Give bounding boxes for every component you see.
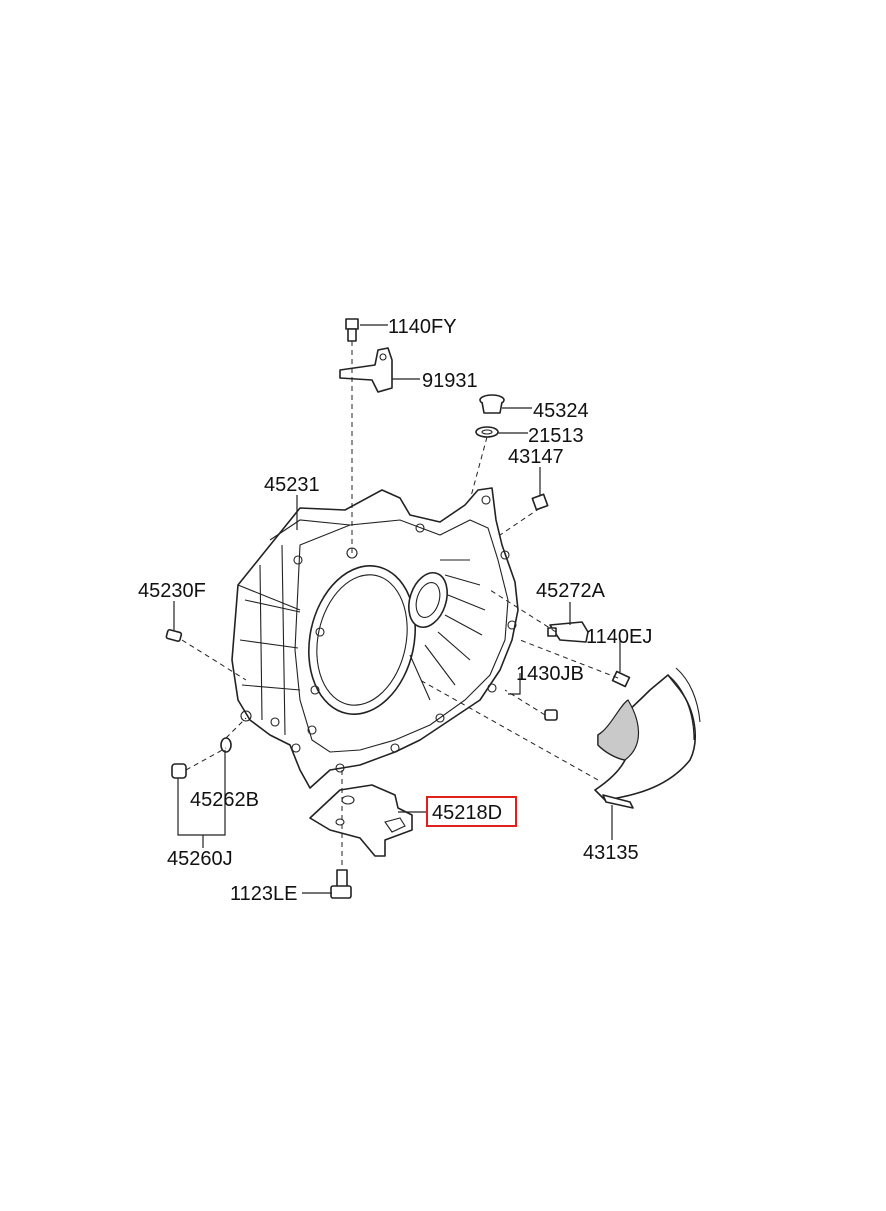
washer-45262b-icon[interactable] xyxy=(220,737,232,753)
label-91931[interactable]: 91931 xyxy=(422,370,478,392)
callout-labels: 1140FY 91931 45324 21513 43147 45231 452… xyxy=(138,316,652,905)
label-1140fy[interactable]: 1140FY xyxy=(388,316,457,338)
selected-part-highlight xyxy=(426,796,517,827)
label-1123le[interactable]: 1123LE xyxy=(230,883,297,905)
bolt-1140fy-icon[interactable] xyxy=(345,318,359,342)
label-45262b[interactable]: 45262B xyxy=(190,789,259,811)
label-45260j[interactable]: 45260J xyxy=(167,848,233,870)
bolt-1140ej-icon[interactable] xyxy=(611,670,631,688)
label-1430jb[interactable]: 1430JB xyxy=(516,663,584,685)
plug-45324-icon[interactable] xyxy=(479,394,505,414)
label-45230f[interactable]: 45230F xyxy=(138,580,206,602)
label-45231[interactable]: 45231 xyxy=(264,474,320,496)
bracket-91931-icon[interactable] xyxy=(339,347,393,393)
dowel-pin-45230f-icon[interactable] xyxy=(165,628,183,642)
breather-43147-icon[interactable] xyxy=(531,493,549,511)
label-1140ej[interactable]: 1140EJ xyxy=(586,626,652,648)
label-43147[interactable]: 43147 xyxy=(508,446,564,468)
bracket-45218d-icon[interactable] xyxy=(309,784,413,857)
sensor-45272a-icon[interactable] xyxy=(547,621,589,643)
bolt-1123le-icon[interactable] xyxy=(330,869,352,899)
drain-plug-icon[interactable] xyxy=(171,763,187,779)
label-21513[interactable]: 21513 xyxy=(528,425,584,447)
leader-lines xyxy=(173,324,621,894)
cover-43135-icon[interactable] xyxy=(594,667,701,809)
gasket-21513-icon[interactable] xyxy=(475,426,499,438)
transmission-housing[interactable] xyxy=(231,487,519,789)
pin-1430jb-icon[interactable] xyxy=(544,709,558,721)
label-45324[interactable]: 45324 xyxy=(533,400,589,422)
label-45218d[interactable]: 45218D xyxy=(432,802,502,824)
label-43135[interactable]: 43135 xyxy=(583,842,639,864)
label-45272a[interactable]: 45272A xyxy=(536,580,606,602)
